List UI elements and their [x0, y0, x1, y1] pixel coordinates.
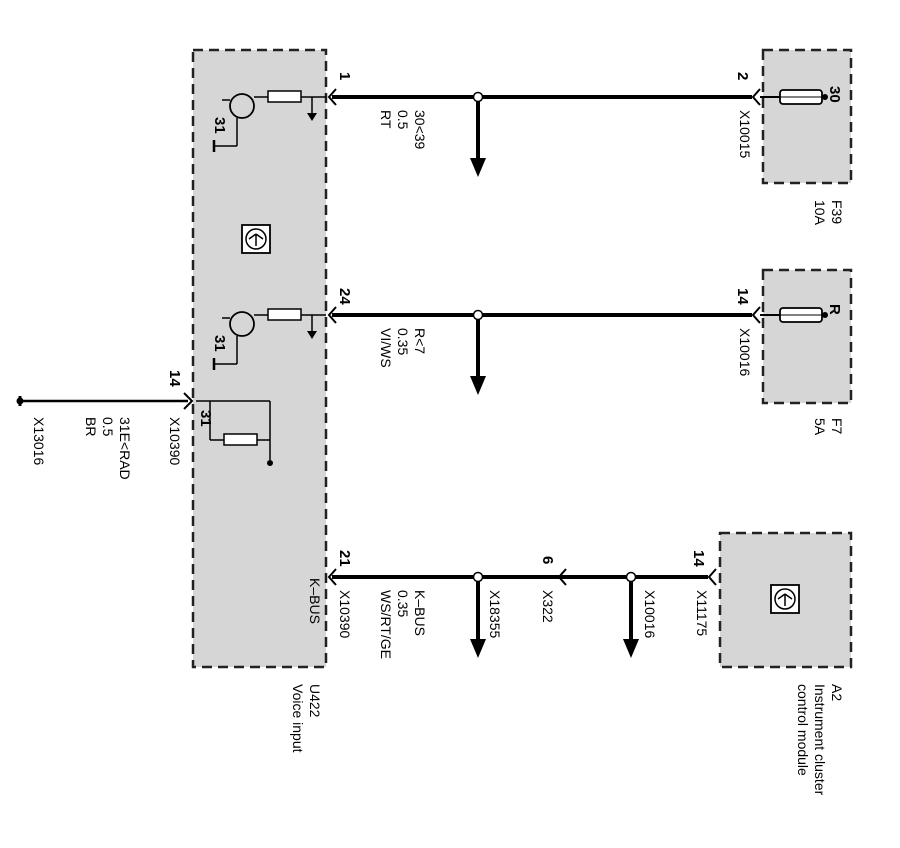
connector-label-ground: X13016 [31, 417, 47, 465]
fuse-icon-f39 [760, 89, 828, 105]
pin-terminal-u422-24 [327, 306, 337, 324]
pin-terminal-u422-21 [327, 568, 337, 586]
f7-fuse-box[interactable] [761, 268, 853, 405]
wire-color-2: VI/WS [378, 328, 394, 368]
wire-color-3: WS/RT/GE [378, 590, 394, 659]
wire-signal-2: R<7 [412, 328, 428, 354]
pin-terminal-a2 [707, 568, 717, 586]
transistor-circuit-1 [212, 90, 326, 152]
splice-arrow-2 [470, 309, 486, 395]
pin-label-u422-14: 14 [166, 370, 183, 387]
connector-label-x322: X322 [540, 590, 556, 623]
control-unit-icon-a2 [770, 584, 800, 614]
transistor-circuit-2 [212, 308, 326, 370]
wire-signal-3: K–BUS [412, 590, 428, 636]
wire-size-2: 0.35 [395, 328, 411, 355]
ground-label-31c: 31 [197, 410, 214, 427]
splice-arrow-x10016 [623, 571, 639, 658]
component-code-u422: U422 [307, 684, 323, 718]
splice-arrow-x18355 [470, 571, 486, 658]
pin-label-f39: 2 [734, 72, 751, 80]
splice-arrow-1 [470, 91, 486, 177]
pin-terminal-f39 [751, 88, 761, 106]
component-name-a2-line2: control module [795, 684, 811, 776]
wire-size-4: 0.5 [100, 417, 116, 437]
fuse-pin-label-f39: 30 [826, 86, 843, 103]
component-name-u422: Voice input [290, 684, 306, 753]
pin-terminal-u422-1 [327, 88, 337, 106]
pin-label-a2: 14 [690, 550, 707, 567]
wire-size-3: 0.35 [395, 590, 411, 617]
wire-color-4: BR [83, 417, 99, 436]
component-name-a2-line1: Instrument cluster [812, 684, 828, 796]
connector-label-x10016-splice: X10016 [642, 590, 658, 638]
wire-color-1: RT [378, 110, 394, 129]
pin-terminal-u422-14 [183, 392, 194, 410]
bus-label-u422: K–BUS [307, 578, 323, 624]
f39-fuse-box[interactable] [761, 48, 853, 185]
connector-label-f39: X10015 [737, 110, 753, 158]
component-code-a2: A2 [829, 684, 845, 701]
ground-label-31b: 31 [211, 335, 228, 352]
component-rating-f39: 10A [812, 200, 828, 226]
pin-label-u422-24: 24 [336, 288, 353, 305]
control-unit-icon-u422 [241, 224, 271, 254]
pin-label-u422-1: 1 [336, 72, 353, 80]
pin-label-f7: 14 [734, 288, 751, 305]
pin-label-u422-21: 21 [336, 550, 353, 567]
connector-label-a2: X11175 [694, 590, 710, 636]
component-code-f7: F7 [829, 418, 845, 435]
connector-label-x18355: X18355 [487, 590, 503, 638]
ground-label-31a: 31 [211, 117, 228, 134]
pin-terminal-f7 [751, 306, 761, 324]
fuse-pin-label-f7: R [826, 304, 843, 315]
component-code-f39: F39 [829, 200, 845, 224]
pin-label-x322: 6 [539, 556, 556, 564]
connector-label-u422-a: X10390 [167, 417, 183, 465]
connector-label-f7: X10016 [737, 328, 753, 376]
fuse-icon-f7 [760, 307, 828, 323]
ground-resistor-circuit [196, 400, 273, 466]
wire-signal-1: 30<39 [412, 110, 428, 150]
component-rating-f7: 5A [812, 418, 828, 436]
connector-label-u422-b: X10390 [337, 590, 353, 638]
wire-size-1: 0.5 [395, 110, 411, 130]
inline-connector-x322 [557, 568, 567, 586]
wire-signal-4: 31E<RAD [117, 417, 133, 480]
